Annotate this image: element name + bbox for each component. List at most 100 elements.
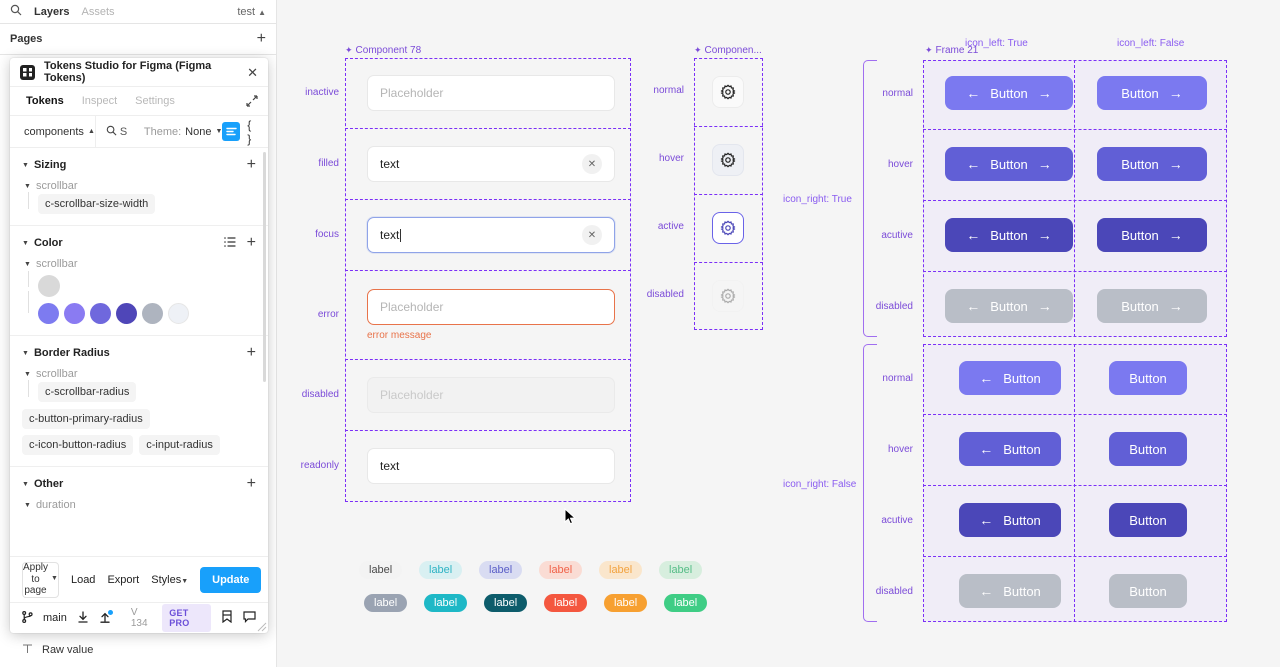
token-chip[interactable]: c-input-radius — [139, 435, 220, 455]
token-subgroup-header[interactable]: ▼ duration — [24, 499, 256, 511]
button-label: Button — [990, 298, 1028, 314]
text-field-error[interactable]: Placeholder — [367, 289, 615, 325]
frame-label-frame-21[interactable]: ✦ Frame 21 — [925, 45, 978, 56]
token-list[interactable]: ▼ Sizing + ▼ scrollbar c-scrollbar-size-… — [10, 148, 268, 556]
figma-canvas[interactable]: ✦ Component 78 inactive filled focus err… — [277, 0, 1280, 667]
export-button[interactable]: Export — [107, 573, 140, 586]
branch-name[interactable]: main — [43, 612, 67, 624]
color-swatch[interactable] — [142, 303, 163, 324]
token-set-selector[interactable]: components ▲ — [10, 115, 96, 148]
text-field-inactive[interactable]: Placeholder — [367, 75, 615, 111]
search-input[interactable]: S — [119, 125, 128, 138]
text-field-filled[interactable]: text ✕ — [367, 146, 615, 182]
button-hover-icon-right[interactable]: Button→ — [1097, 147, 1207, 181]
input-component-frame[interactable] — [345, 58, 631, 502]
get-pro-badge[interactable]: GET PRO — [162, 604, 211, 632]
text-field-focus[interactable]: text ✕ — [367, 217, 615, 253]
token-subgroup-header[interactable]: ▼ scrollbar — [24, 180, 256, 192]
component-diamond-icon: ✦ — [694, 45, 702, 55]
add-token-button[interactable]: + — [246, 156, 256, 173]
close-icon[interactable]: ✕ — [247, 64, 258, 80]
label-chip-solid[interactable]: label — [664, 594, 708, 612]
button-acutive-icon-left-icon-right[interactable]: ←Button→ — [945, 218, 1073, 252]
update-button[interactable]: Update — [200, 566, 262, 593]
button-hover-icon-left[interactable]: ←Button — [959, 432, 1061, 466]
branch-icon[interactable] — [22, 610, 33, 626]
styles-button[interactable]: Styles▼ — [151, 574, 188, 586]
token-chip[interactable]: c-button-primary-radius — [22, 409, 150, 429]
tab-layers[interactable]: Layers — [34, 5, 70, 18]
tab-inspect[interactable]: Inspect — [81, 95, 118, 107]
color-swatch[interactable] — [116, 303, 137, 324]
pull-download-icon[interactable] — [77, 610, 89, 626]
label-chip-solid[interactable]: label — [544, 594, 588, 612]
color-swatch[interactable] — [38, 275, 60, 297]
label-chip-soft[interactable]: label — [539, 561, 583, 579]
button-acutive-icon-left[interactable]: ←Button — [959, 503, 1061, 537]
tab-assets[interactable]: Assets — [81, 5, 115, 18]
token-group-title[interactable]: ▼ Other — [22, 478, 63, 490]
push-upload-icon[interactable] — [99, 608, 114, 626]
button-acutive-icon-right[interactable]: Button→ — [1097, 218, 1207, 252]
token-group-title[interactable]: ▼ Color — [22, 237, 63, 249]
token-subgroup-header[interactable]: ▼ scrollbar — [24, 368, 256, 380]
frame-label-component-78[interactable]: ✦ Component 78 — [345, 45, 421, 56]
tab-settings[interactable]: Settings — [135, 95, 175, 107]
document-name[interactable]: test▲ — [237, 6, 266, 18]
icon-button-normal[interactable] — [712, 76, 744, 108]
docs-bookmark-icon[interactable] — [221, 610, 233, 626]
add-token-button[interactable]: + — [246, 475, 256, 492]
label-chip-solid[interactable]: label — [424, 594, 468, 612]
add-page-button[interactable]: + — [256, 30, 266, 47]
add-token-button[interactable]: + — [246, 234, 256, 251]
search-icon[interactable] — [10, 4, 22, 19]
text-field-value: text — [380, 157, 400, 171]
label-chip-soft[interactable]: label — [419, 561, 463, 579]
token-search[interactable]: S — [96, 125, 132, 139]
token-group-title[interactable]: ▼ Sizing — [22, 159, 66, 171]
feedback-chat-icon[interactable] — [243, 610, 256, 626]
color-swatch[interactable] — [90, 303, 111, 324]
token-chip[interactable]: c-scrollbar-size-width — [38, 194, 156, 214]
add-token-button[interactable]: + — [246, 344, 256, 361]
json-view-button[interactable]: { } — [247, 117, 252, 146]
token-subgroup-header[interactable]: ▼ scrollbar — [24, 258, 256, 270]
label-chip-solid[interactable]: label — [484, 594, 528, 612]
button-hover-icon-left-icon-right[interactable]: ←Button→ — [945, 147, 1073, 181]
frame-divider — [345, 359, 631, 360]
list-view-toggle-button[interactable] — [222, 122, 241, 141]
label-chip-soft[interactable]: label — [359, 561, 403, 579]
label-chip-soft[interactable]: label — [599, 561, 643, 579]
token-chip[interactable]: c-scrollbar-radius — [38, 382, 137, 402]
button-normal[interactable]: Button — [1109, 361, 1187, 395]
list-toggle-icon[interactable] — [223, 236, 236, 250]
icon-button-hover[interactable] — [712, 144, 744, 176]
button-acutive[interactable]: Button — [1109, 503, 1187, 537]
color-swatch[interactable] — [168, 303, 189, 324]
icon-button-active[interactable] — [712, 212, 744, 244]
scrollbar-thumb[interactable] — [263, 152, 266, 382]
resize-grip[interactable] — [256, 621, 267, 632]
token-group-title[interactable]: ▼ Border Radius — [22, 347, 110, 359]
raw-value-row[interactable]: Raw value — [0, 643, 277, 657]
tab-tokens[interactable]: Tokens — [26, 95, 64, 107]
column-divider — [1074, 344, 1075, 622]
label-chip-soft[interactable]: label — [659, 561, 703, 579]
theme-selector[interactable]: Theme: None ▼ — [144, 126, 223, 138]
color-swatch[interactable] — [38, 303, 59, 324]
frame-label-icon-button[interactable]: ✦ Componen... — [694, 45, 762, 56]
load-button[interactable]: Load — [70, 573, 96, 586]
button-hover[interactable]: Button — [1109, 432, 1187, 466]
button-normal-icon-left-icon-right[interactable]: ←Button→ — [945, 76, 1073, 110]
label-chip-solid[interactable]: label — [364, 594, 408, 612]
button-normal-icon-right[interactable]: Button→ — [1097, 76, 1207, 110]
label-chip-solid[interactable]: label — [604, 594, 648, 612]
expand-icon[interactable] — [246, 95, 258, 110]
token-chip[interactable]: c-icon-button-radius — [22, 435, 134, 455]
apply-to-page-button[interactable]: Apply to page ▼ — [22, 561, 59, 598]
button-normal-icon-left[interactable]: ←Button — [959, 361, 1061, 395]
clear-icon[interactable]: ✕ — [582, 225, 602, 245]
color-swatch[interactable] — [64, 303, 85, 324]
clear-icon[interactable]: ✕ — [582, 154, 602, 174]
label-chip-soft[interactable]: label — [479, 561, 523, 579]
